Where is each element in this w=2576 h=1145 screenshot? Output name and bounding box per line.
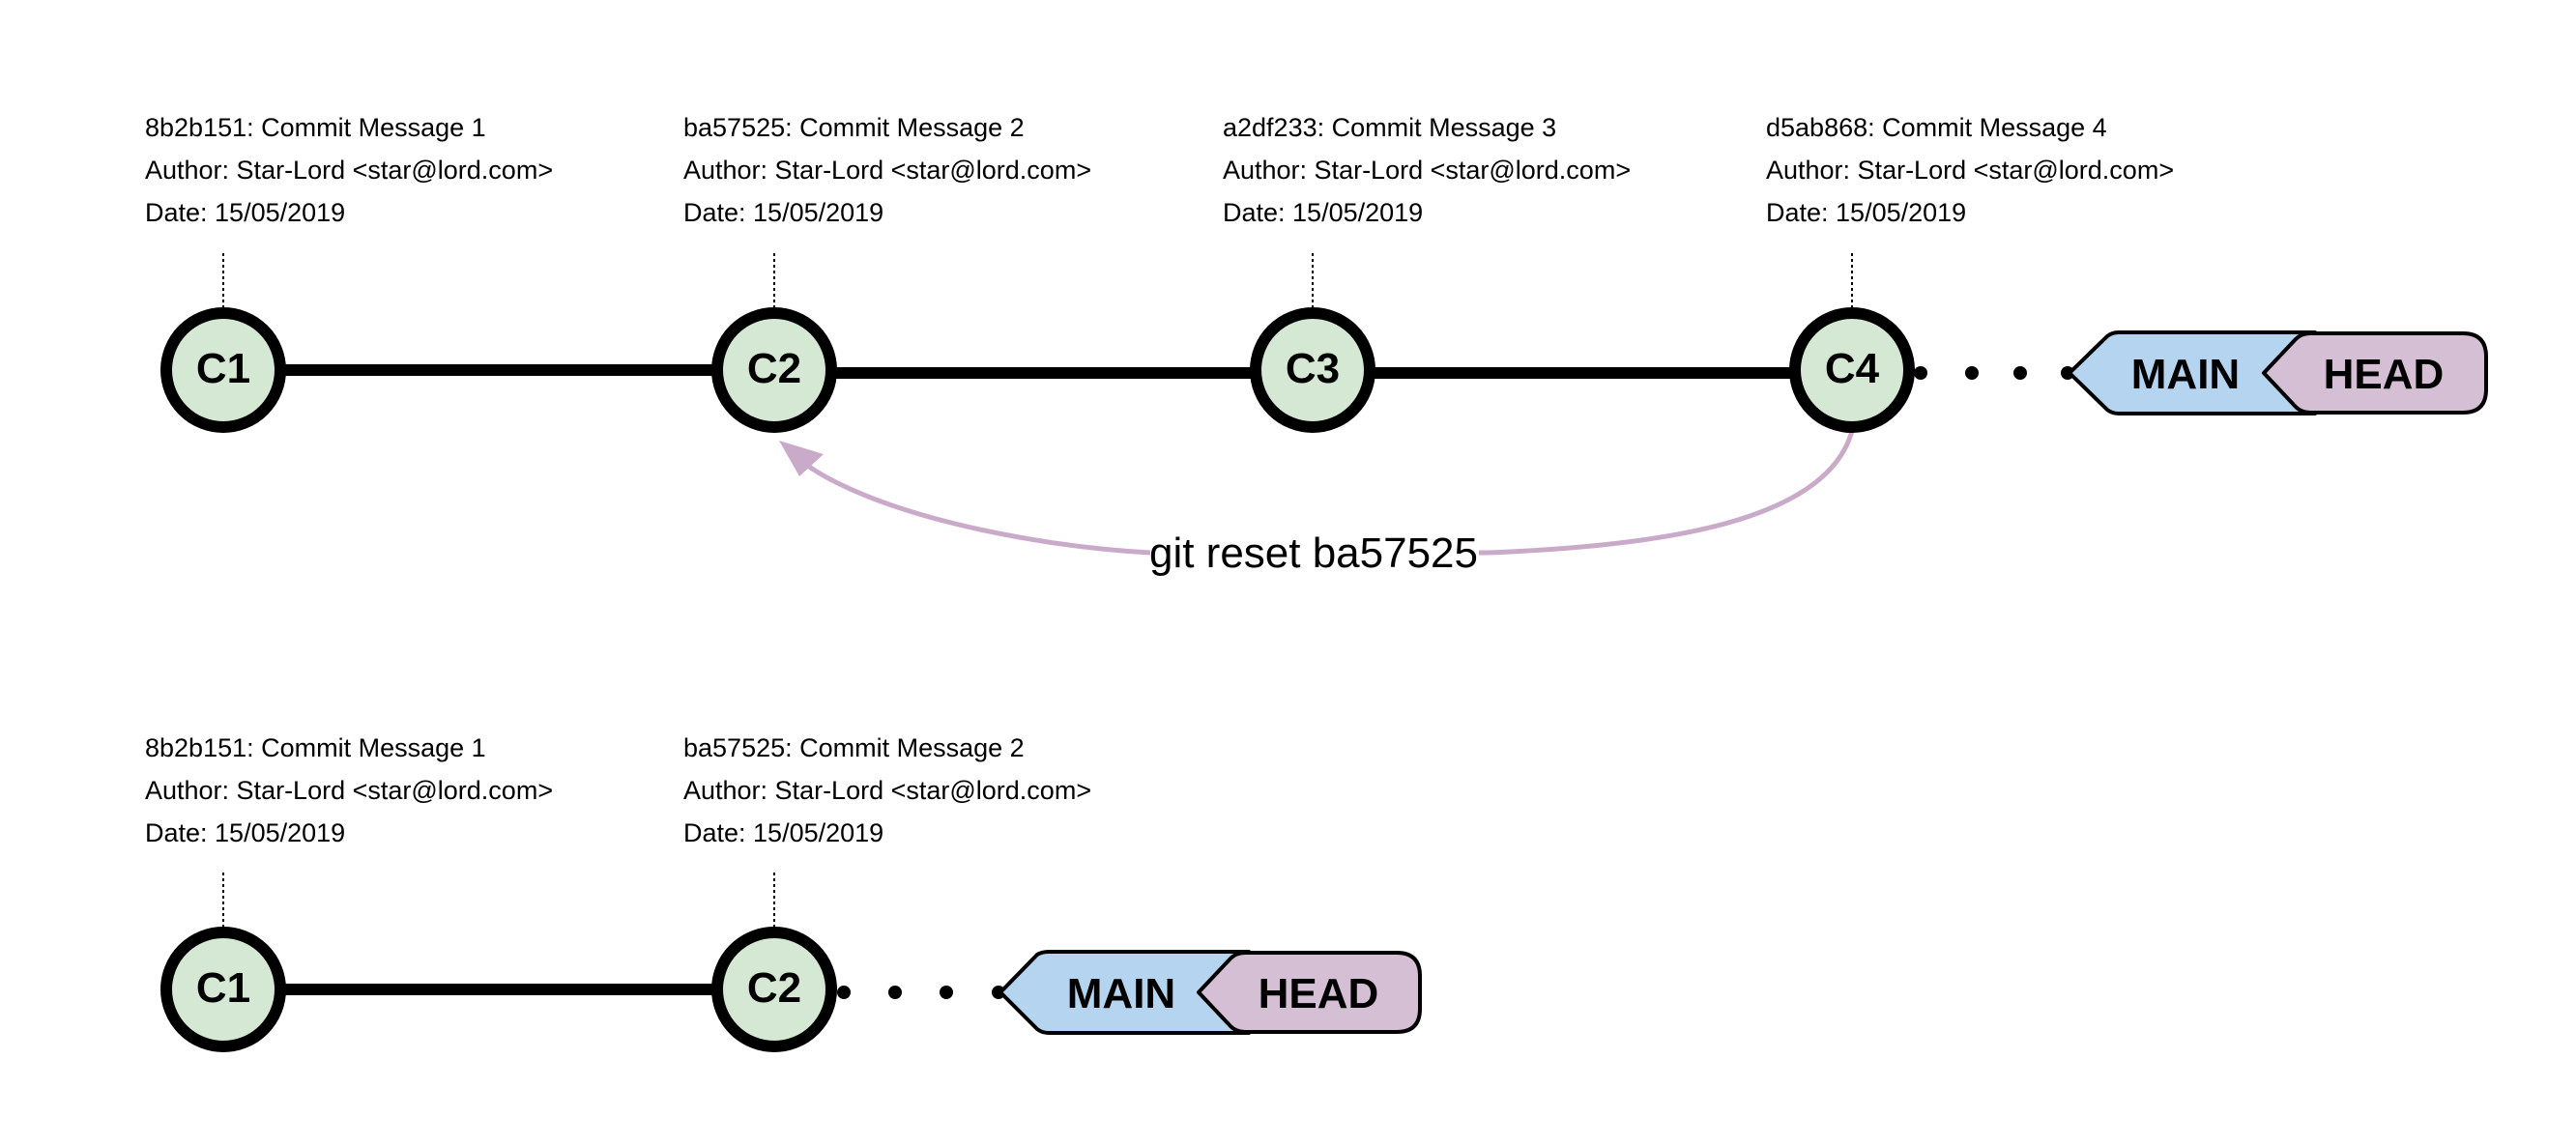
- commit-hash-message: a2df233: Commit Message 3: [1223, 113, 1557, 142]
- commit-date: Date: 15/05/2019: [1766, 198, 1967, 227]
- ellipsis-dot: [940, 986, 953, 999]
- commit-author: Author: Star-Lord <star@lord.com>: [683, 156, 1092, 185]
- git-command-label: git reset ba57525: [1149, 530, 1478, 577]
- bottom-branch: C1 C2 MAIN HEAD: [160, 873, 1422, 1052]
- commit-date: Date: 15/05/2019: [1223, 198, 1424, 227]
- commit-info-top-c3: a2df233: Commit Message 3 Author: Star-L…: [1223, 106, 1631, 234]
- reset-arrow-curve: [1479, 430, 1855, 556]
- commit-node-c1: C1: [160, 927, 286, 1052]
- commit-hash-message: ba57525: Commit Message 2: [683, 113, 1025, 142]
- commit-node-c3: C3: [1250, 307, 1375, 433]
- head-ref-tag: HEAD: [1197, 951, 1422, 1034]
- commit-author: Author: Star-Lord <star@lord.com>: [1766, 156, 2175, 185]
- commit-info-top-c4: d5ab868: Commit Message 4 Author: Star-L…: [1766, 106, 2174, 234]
- head-ref-label: HEAD: [2324, 351, 2445, 398]
- head-ref-tag: HEAD: [2262, 331, 2488, 415]
- commit-node-label: C4: [1825, 345, 1880, 392]
- commit-info-top-c1: 8b2b151: Commit Message 1 Author: Star-L…: [145, 106, 553, 234]
- reset-arrowhead: [779, 441, 824, 476]
- commit-author: Author: Star-Lord <star@lord.com>: [145, 156, 554, 185]
- ellipsis-dot: [2013, 366, 2027, 380]
- commit-hash-message: 8b2b151: Commit Message 1: [145, 113, 486, 142]
- top-branch: git reset ba57525 C1 C2 C3 C4 MAIN HEAD: [160, 253, 2488, 577]
- commit-hash-message: 8b2b151: Commit Message 1: [145, 733, 486, 762]
- commit-node-c1: C1: [160, 307, 286, 433]
- commit-author: Author: Star-Lord <star@lord.com>: [1223, 156, 1632, 185]
- commit-hash-message: ba57525: Commit Message 2: [683, 733, 1025, 762]
- commit-author: Author: Star-Lord <star@lord.com>: [145, 776, 554, 805]
- main-ref-label: MAIN: [2131, 351, 2240, 398]
- commit-node-c4: C4: [1789, 307, 1915, 433]
- ellipsis-dot: [1914, 366, 1927, 380]
- commit-date: Date: 15/05/2019: [683, 818, 884, 847]
- commit-date: Date: 15/05/2019: [683, 198, 884, 227]
- commit-node-label: C2: [747, 345, 801, 392]
- commit-date: Date: 15/05/2019: [145, 198, 346, 227]
- main-ref-tag: MAIN: [2068, 330, 2317, 415]
- commit-node-label: C3: [1286, 345, 1340, 392]
- head-ref-label: HEAD: [1259, 970, 1379, 1017]
- reset-arrow-curve: [800, 459, 1151, 556]
- commit-info-top-c2: ba57525: Commit Message 2 Author: Star-L…: [683, 106, 1091, 234]
- ellipsis-dot: [837, 986, 851, 999]
- commit-hash-message: d5ab868: Commit Message 4: [1766, 113, 2107, 142]
- main-ref-label: MAIN: [1067, 970, 1175, 1017]
- commit-info-bottom-c2: ba57525: Commit Message 2 Author: Star-L…: [683, 727, 1091, 854]
- ellipsis-dot: [1965, 366, 1979, 380]
- commit-date: Date: 15/05/2019: [145, 818, 346, 847]
- commit-node-c2: C2: [711, 307, 837, 433]
- commit-node-label: C2: [747, 964, 801, 1012]
- commit-info-bottom-c1: 8b2b151: Commit Message 1 Author: Star-L…: [145, 727, 553, 854]
- commit-node-c2: C2: [711, 927, 837, 1052]
- commit-author: Author: Star-Lord <star@lord.com>: [683, 776, 1092, 805]
- ellipsis-dot: [888, 986, 902, 999]
- commit-node-label: C1: [196, 964, 250, 1012]
- commit-node-label: C1: [196, 345, 250, 392]
